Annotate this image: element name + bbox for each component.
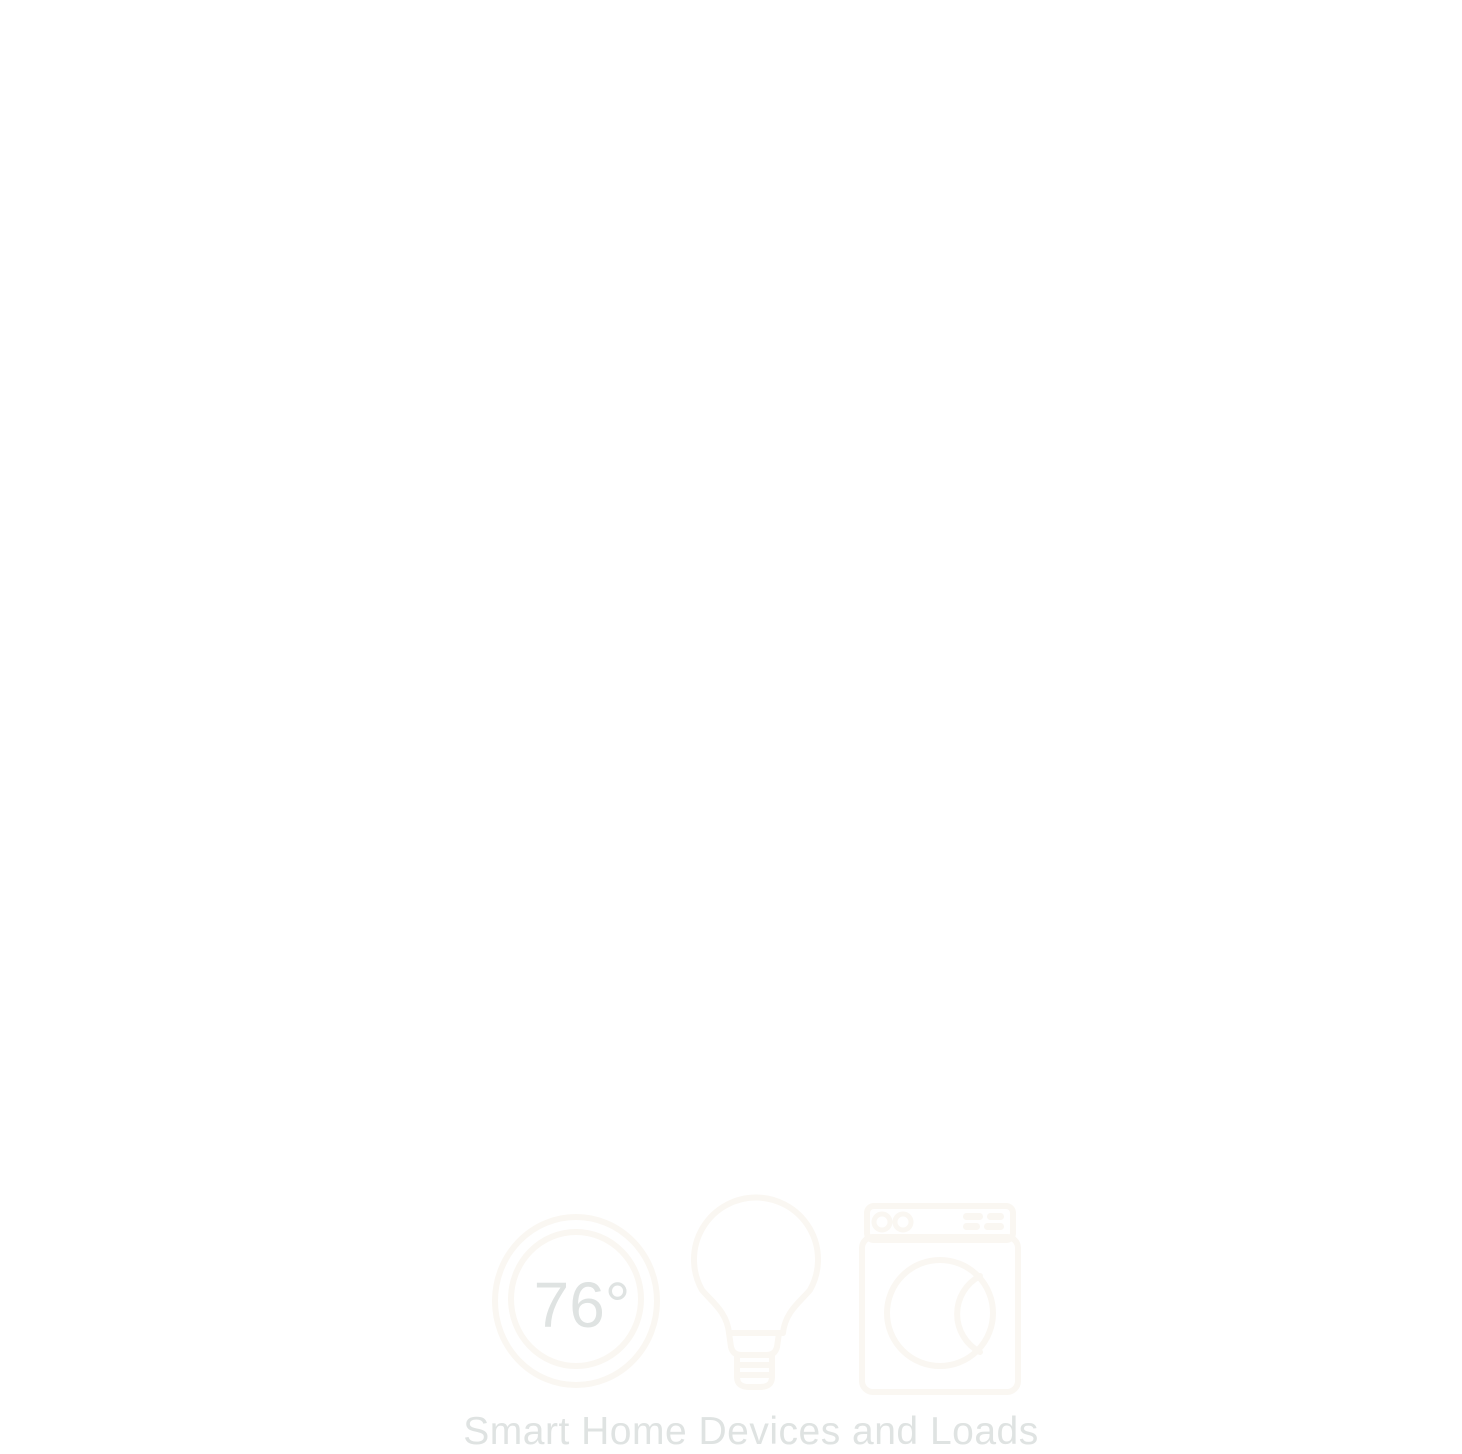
washer-control-button — [963, 1223, 980, 1230]
empty-state-caption: Smart Home Devices and Loads — [463, 1410, 1039, 1453]
thermostat-temperature-value: 76° — [534, 1269, 631, 1341]
washer-door-glass-highlight — [954, 1273, 983, 1355]
bulb-screw-base — [734, 1352, 775, 1390]
washer-control-button — [963, 1213, 983, 1220]
bulb-globe — [691, 1194, 821, 1336]
thermostat-outer-ring — [492, 1214, 660, 1388]
washer-knob — [892, 1211, 914, 1233]
washer-control-button — [987, 1213, 1004, 1220]
thermostat-icon: 76° — [492, 1214, 660, 1388]
washer-knob — [871, 1211, 893, 1233]
bulb-collar — [726, 1330, 782, 1358]
washer-door — [884, 1257, 996, 1369]
washer-control-button — [984, 1223, 1004, 1230]
thermostat-inner-ring — [508, 1229, 644, 1369]
light-bulb-icon — [691, 1194, 821, 1390]
washing-machine-icon — [859, 1203, 1021, 1395]
washer-body — [859, 1234, 1021, 1395]
